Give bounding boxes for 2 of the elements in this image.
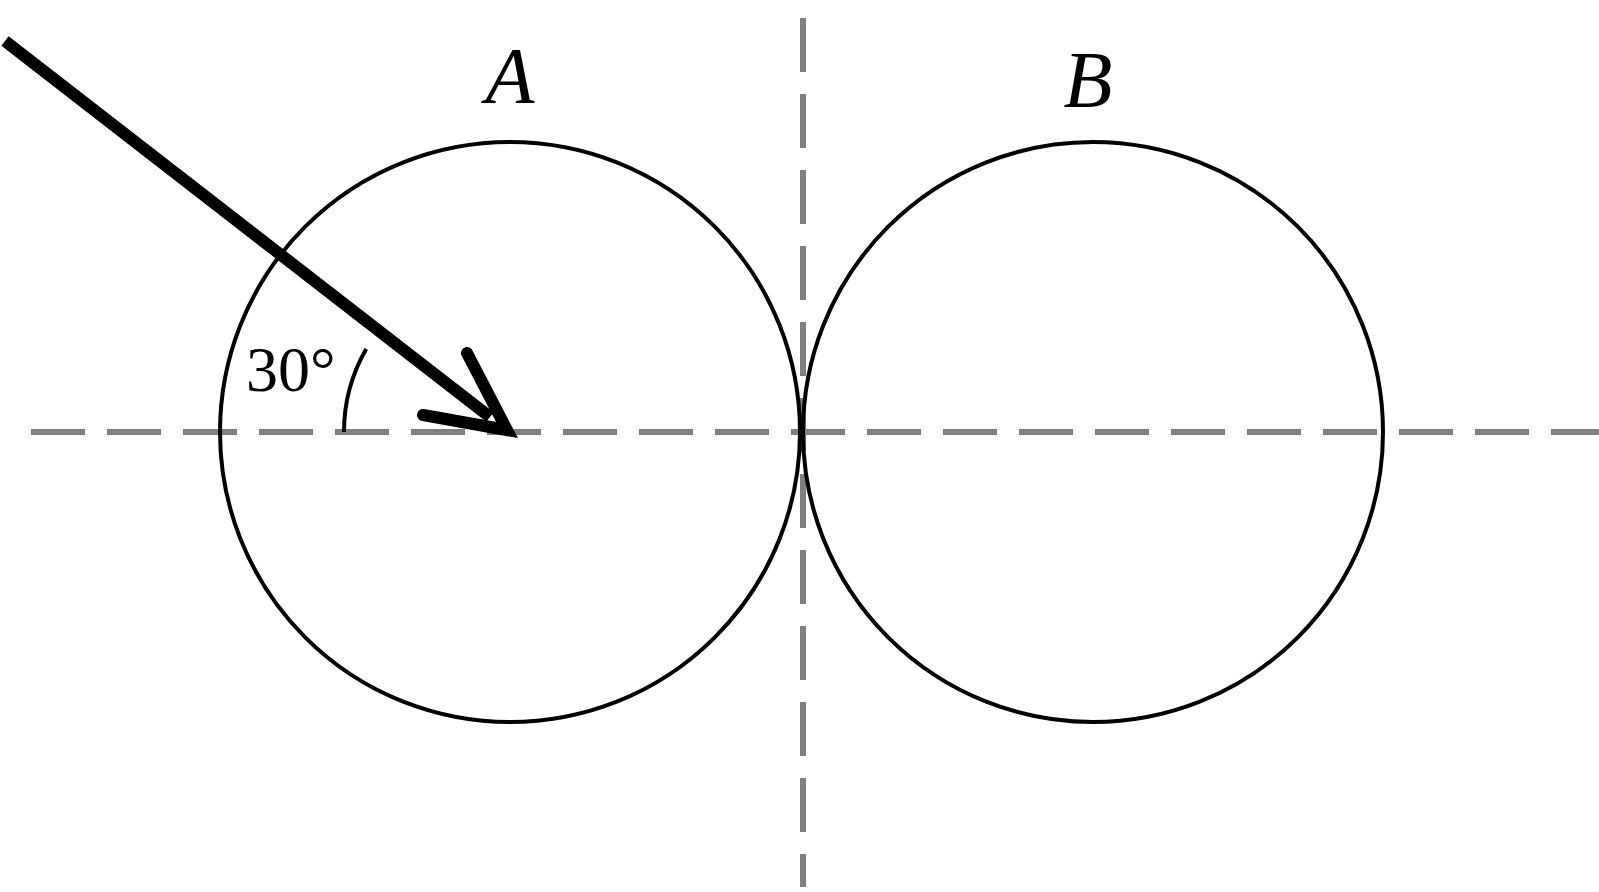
- ball-label: B: [1063, 40, 1113, 120]
- angle-label: 30°: [246, 338, 336, 402]
